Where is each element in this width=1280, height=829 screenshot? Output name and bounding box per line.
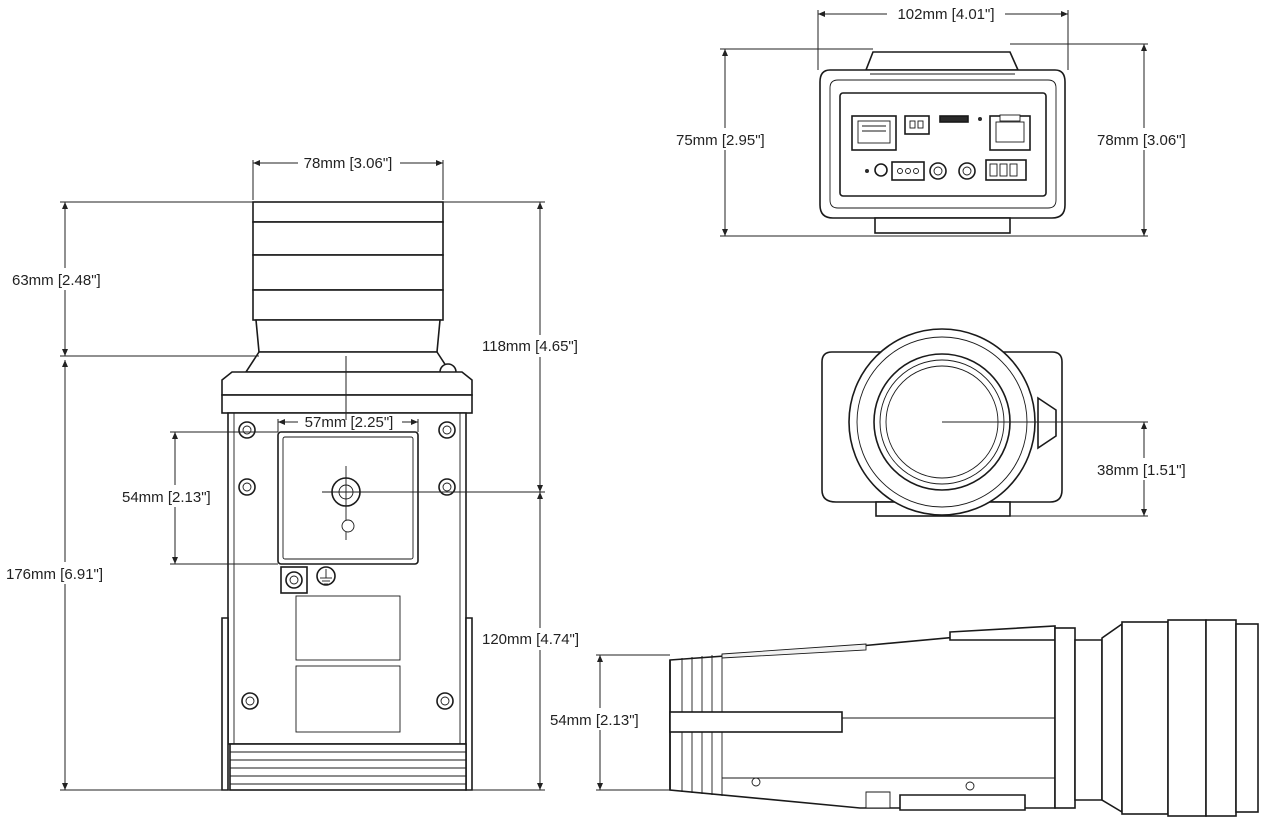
side-view-dimensions <box>596 654 670 791</box>
io-connector-icon <box>904 115 930 135</box>
mount-plate <box>277 431 419 565</box>
side-view <box>669 619 1259 817</box>
lens-barrel <box>244 201 457 381</box>
label-area <box>295 595 401 661</box>
dim-rear-width: 102mm [4.01"] <box>897 6 994 23</box>
screw-icon <box>238 421 456 710</box>
bottom-view-dimensions <box>60 160 545 791</box>
rear-view-dimensions <box>720 10 1148 237</box>
rear-view <box>819 51 1066 234</box>
dim-mount-plate-width: 57mm [2.25"] <box>305 414 394 431</box>
dim-side-height: 54mm [2.13"] <box>550 712 639 729</box>
dim-front-lens-width: 78mm [3.06"] <box>304 155 393 172</box>
dim-upper-height: 118mm [4.65"] <box>482 338 578 355</box>
label-area <box>295 665 401 733</box>
audio-jack-icon <box>929 162 947 180</box>
dim-rear-height-left: 75mm [2.95"] <box>676 132 765 149</box>
power-connector-icon <box>891 161 925 181</box>
dim-lower-height: 120mm [4.74"] <box>482 631 579 648</box>
audio-jack-icon <box>958 162 976 180</box>
ethernet-port-icon <box>851 115 897 151</box>
ground-icon <box>280 566 336 594</box>
front-view-dimensions <box>942 421 1148 517</box>
dim-lens-height: 63mm [2.48"] <box>12 272 101 289</box>
sd-slot-icon <box>939 115 969 123</box>
dim-total-height: 176mm [6.91"] <box>6 566 103 583</box>
usb-port-icon <box>989 114 1031 151</box>
bottom-view <box>221 201 473 791</box>
dim-mount-plate-height: 54mm [2.13"] <box>122 489 211 506</box>
terminal-block-icon <box>985 159 1027 181</box>
dimension-labels: 78mm [3.06"] 63mm [2.48"] 118mm [4.65"] … <box>6 6 1186 729</box>
dim-lens-center-height: 38mm [1.51"] <box>1097 462 1186 479</box>
dim-rear-height-right: 78mm [3.06"] <box>1097 132 1186 149</box>
